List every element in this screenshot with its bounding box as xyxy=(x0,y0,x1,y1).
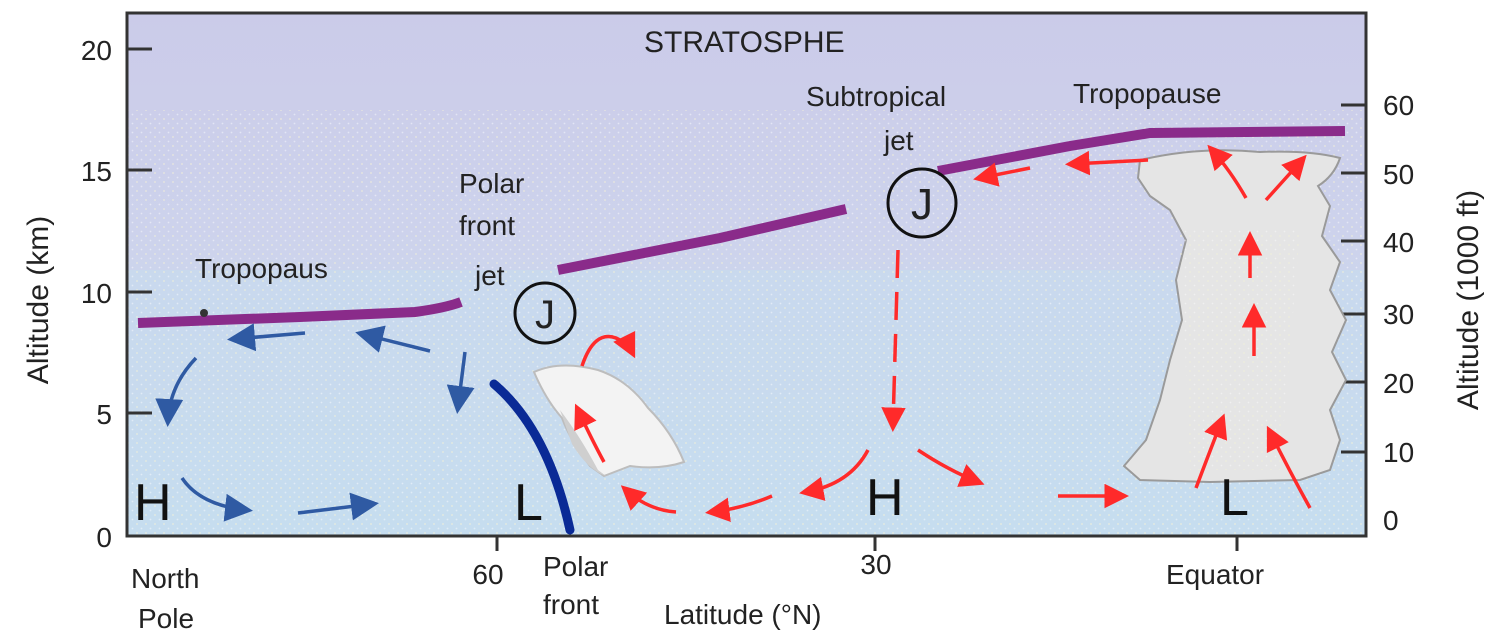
blue-arrow-3 xyxy=(446,351,475,414)
blue-arrow-2 xyxy=(355,325,431,353)
right-axis-label: Altitude (1000 ft) xyxy=(1452,190,1485,410)
thunderstorm-cloud-texture xyxy=(1180,230,1300,470)
tropopause-lines xyxy=(137,126,1346,328)
red-arrow-2 xyxy=(574,403,606,463)
stratosphere-label: STRATOSPHE xyxy=(644,26,845,59)
red-arrow-5 xyxy=(799,449,870,501)
right-tick-50: 50 xyxy=(1383,159,1414,190)
polar-front-line xyxy=(489,379,575,535)
subtropical-jet-label-2: jet xyxy=(883,125,914,156)
red-arrow-15 xyxy=(973,162,1031,187)
red-arrow-6 xyxy=(917,448,985,487)
high-pressure-polar: H xyxy=(134,474,172,532)
polar-front-jet-symbol: J xyxy=(513,281,577,345)
low-pressure-polar-front: L xyxy=(514,474,543,532)
north-pole-label-1: North xyxy=(131,563,199,594)
subtropical-jet-label-1: Subtropical xyxy=(806,81,946,112)
x-tick-30: 30 xyxy=(860,549,891,580)
red-arrow-1 xyxy=(580,330,636,367)
left-axis xyxy=(127,47,152,415)
red-arrow-13 xyxy=(1264,154,1307,202)
x-axis xyxy=(495,536,1239,551)
red-arrow-12 xyxy=(1207,144,1248,199)
polar-front-jet-label-1: Polar xyxy=(459,168,524,199)
left-tick-10: 10 xyxy=(81,278,112,309)
left-tick-20: 20 xyxy=(81,35,112,66)
low-pressure-equator: L xyxy=(1220,469,1249,527)
right-tick-20: 20 xyxy=(1383,368,1414,399)
red-arrow-8 xyxy=(1194,413,1228,489)
x-axis-label: Latitude (°N) xyxy=(664,599,822,630)
polar-front-jet-label-2: front xyxy=(459,210,515,241)
x-tick-60: 60 xyxy=(472,559,503,590)
blue-arrow-6 xyxy=(297,492,379,521)
red-arrow-14 xyxy=(1065,150,1149,176)
red-arrow-descending xyxy=(881,249,906,432)
frontal-cloud-shadow xyxy=(560,410,606,476)
left-tick-15: 15 xyxy=(81,156,112,187)
polar-cell-arrows xyxy=(155,323,475,522)
blue-arrow-4 xyxy=(155,356,198,427)
high-pressure-subtropical: H xyxy=(866,469,904,527)
left-tick-5: 5 xyxy=(96,399,112,430)
frontal-cloud xyxy=(532,364,686,478)
tropical-cell-arrows xyxy=(574,144,1312,522)
right-tick-30: 30 xyxy=(1383,299,1414,330)
red-arrow-9 xyxy=(1266,425,1312,509)
red-arrow-4 xyxy=(705,494,773,522)
plot-frame xyxy=(125,11,1368,538)
subtropical-jet-letter: J xyxy=(911,180,933,229)
subtropical-jet-symbol: J xyxy=(886,167,958,239)
tropopause-left-label: Tropopaus xyxy=(195,253,328,284)
right-tick-40: 40 xyxy=(1383,227,1414,258)
equator-label: Equator xyxy=(1166,559,1264,590)
tropopause-marker xyxy=(200,309,208,317)
left-axis-label: Altitude (km) xyxy=(22,216,55,384)
polar-front-label-1: Polar xyxy=(543,551,608,582)
right-tick-60: 60 xyxy=(1383,90,1414,121)
blue-arrow-1 xyxy=(227,323,306,352)
blue-arrow-5 xyxy=(180,476,253,522)
right-tick-0: 0 xyxy=(1383,505,1399,536)
polar-front-label-2: front xyxy=(543,589,599,620)
north-pole-label-2: Pole xyxy=(138,603,194,634)
left-tick-0: 0 xyxy=(96,522,112,553)
right-axis xyxy=(1341,103,1366,454)
polar-jet-letter: J xyxy=(535,293,555,337)
right-tick-10: 10 xyxy=(1383,437,1414,468)
red-arrow-3 xyxy=(620,485,677,514)
tropopause-right-label: Tropopause xyxy=(1073,78,1221,109)
polar-front-jet-label-3: jet xyxy=(474,260,505,291)
